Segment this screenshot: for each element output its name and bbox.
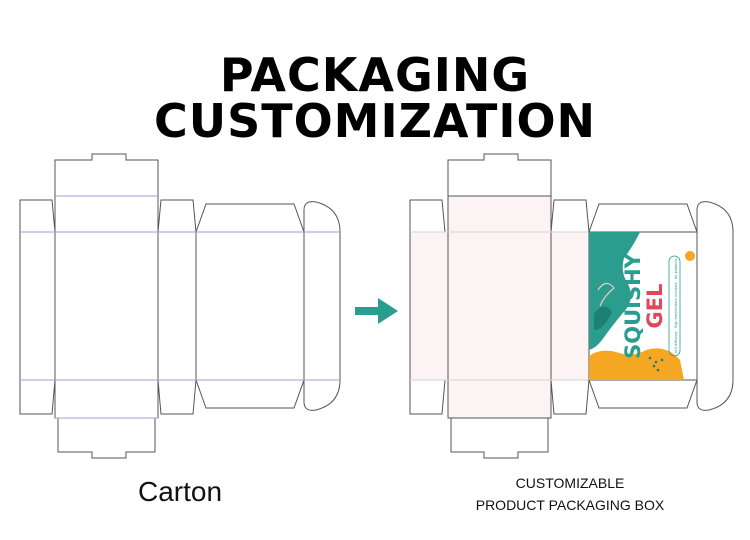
carton-base-panel [54, 231, 159, 381]
box-left-wall [409, 231, 449, 381]
box-right-dust-flap-bottom [550, 379, 590, 415]
box-lid-ear-bottom [588, 379, 698, 409]
carton-dieline [19, 153, 341, 459]
box-right-dust-flap-top [550, 199, 590, 233]
carton-lid-ear-bottom [195, 379, 305, 409]
box-top-flap [447, 153, 552, 197]
carton-tuck-flap [303, 201, 341, 411]
brand-name-line2: GEL [643, 284, 667, 329]
orange-blob [589, 348, 684, 380]
box-top-panel [447, 195, 552, 233]
carton-top-panel [54, 195, 159, 233]
custom-box-caption-line1: CUSTOMIZABLE [515, 475, 625, 491]
brand-name-line1: SQUISHY [621, 252, 645, 359]
carton-lid-panel [195, 231, 305, 381]
box-tuck-flap [696, 201, 734, 411]
carton-bottom-flap [57, 417, 156, 459]
custom-box-caption: CUSTOMIZABLE PRODUCT PACKAGING BOX [430, 472, 710, 516]
carton-bottom-panel [54, 379, 159, 419]
custom-box-caption-line2: PRODUCT PACKAGING BOX [475, 497, 665, 513]
printed-lid-panel: SQUISHY GEL Self-diffusing · High temper… [588, 231, 698, 381]
carton-left-wall [19, 231, 56, 381]
carton-top-flap [54, 153, 159, 197]
confetti-dots [648, 356, 664, 372]
swirl-decoration [597, 282, 615, 307]
yellow-dot [685, 251, 695, 261]
carton-right-dust-flap-top [157, 199, 197, 233]
box-bottom-flap [450, 417, 549, 459]
tagline-pill [668, 255, 681, 357]
carton-left-dust-flap-top [19, 199, 56, 233]
box-base-panel [447, 231, 552, 381]
box-left-dust-flap-top [409, 199, 446, 233]
carton-lid-ear-top [195, 203, 305, 233]
custom-box-dieline: SQUISHY GEL Self-diffusing · High temper… [409, 153, 734, 459]
arrow-icon [355, 298, 398, 324]
leaf-shape [594, 306, 612, 330]
carton-caption: Carton [137, 476, 223, 507]
carton-creases [20, 195, 340, 419]
carton-left-dust-flap-bottom [19, 379, 56, 415]
carton-right-wall [157, 231, 197, 381]
box-bottom-panel [447, 379, 552, 419]
box-left-dust-flap-bottom [409, 379, 446, 415]
tagline-text: Self-diffusing · High temperature resist… [674, 258, 678, 353]
page-title: PACKAGING CUSTOMIZATION [153, 48, 597, 148]
box-right-wall [550, 231, 590, 381]
box-lid-ear-top [588, 203, 698, 233]
carton-right-dust-flap-bottom [157, 379, 197, 415]
